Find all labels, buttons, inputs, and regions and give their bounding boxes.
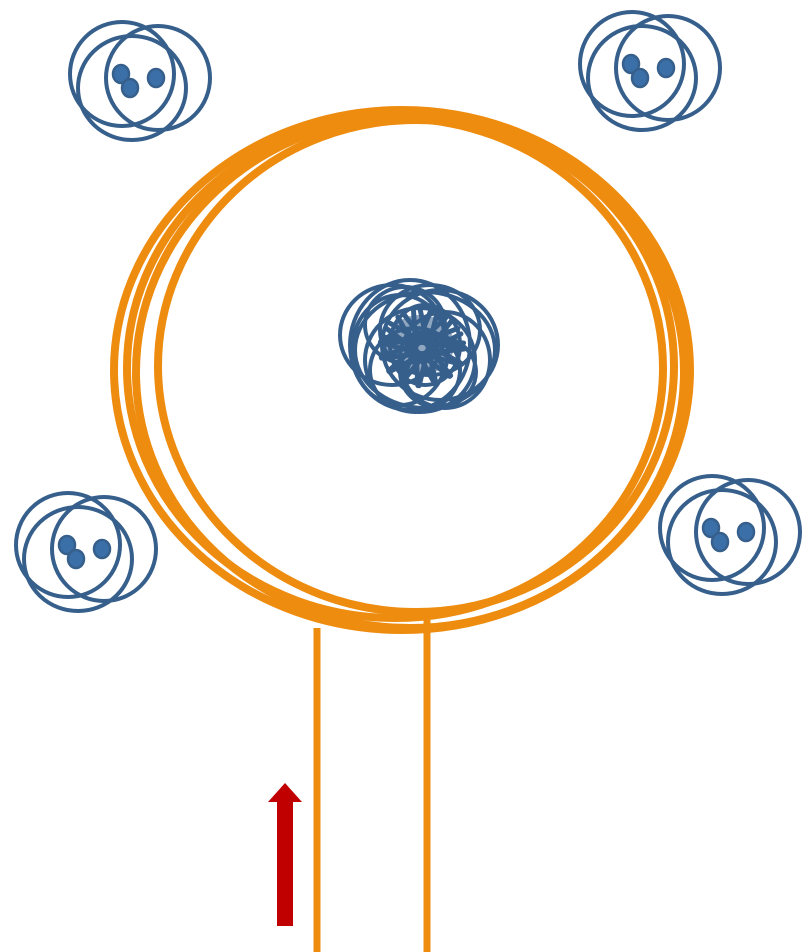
atom-dot <box>122 79 138 97</box>
arrow-head <box>268 783 302 802</box>
atom-top-left-icon <box>70 22 210 140</box>
atom-dot <box>94 540 110 558</box>
atom-dot <box>658 59 674 77</box>
atom-dot <box>632 69 648 87</box>
atom-top-right-icon <box>580 12 720 130</box>
atom-dot <box>712 533 728 551</box>
central-tangle-icon <box>340 280 498 412</box>
arrow-shaft <box>277 800 293 926</box>
tangle-core <box>386 315 454 375</box>
current-arrow-icon <box>268 783 302 926</box>
atom-bottom-right-icon <box>660 476 800 594</box>
atom-dot <box>738 523 754 541</box>
atom-dot <box>68 550 84 568</box>
coil-leads <box>317 620 427 952</box>
atom-bottom-left-icon <box>16 493 156 611</box>
atom-dot <box>148 69 164 87</box>
